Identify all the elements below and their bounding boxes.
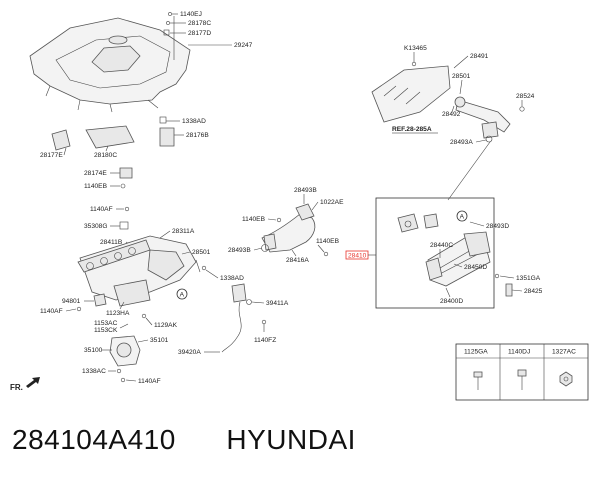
- label-28176B: 28176B: [186, 132, 209, 139]
- label-1140FZ: 1140FZ: [254, 337, 276, 344]
- egr-valve-upper: [371, 65, 511, 139]
- parts-diagram: 1140EJ 28178C 28177D 29247 1338AD 28176B…: [10, 11, 589, 401]
- label-94801: 94801: [62, 298, 81, 305]
- label-28493D: 28493D: [486, 223, 509, 230]
- front-arrow-icon: [26, 377, 40, 388]
- label-1129AK: 1129AK: [154, 322, 178, 329]
- label-1153CK: 1153CK: [94, 327, 118, 334]
- part-number: 284104A410: [12, 424, 176, 455]
- label-28177E: 28177E: [40, 152, 63, 159]
- engine-cover: [29, 17, 191, 113]
- ref-a-left: A: [180, 292, 185, 299]
- ref-a-right: A: [460, 214, 465, 221]
- brand-name: HYUNDAI: [226, 424, 356, 455]
- front-label: FR.: [10, 383, 23, 392]
- label-39411A: 39411A: [266, 300, 289, 307]
- label-1140AF-a: 1140AF: [90, 206, 113, 213]
- fastener-header-1: 1125GA: [464, 349, 488, 356]
- label-1140AF-c: 1140AF: [138, 378, 161, 385]
- label-28491: 28491: [470, 53, 489, 60]
- egr-pipe: [261, 203, 316, 253]
- ref-circle-a-right: [456, 210, 468, 222]
- label-1338AD: 1338AD: [182, 118, 206, 125]
- label-1123HA: 1123HA: [106, 310, 130, 317]
- part-caption: 284104A410 HYUNDAI: [12, 424, 592, 464]
- label-28492: 28492: [442, 111, 461, 118]
- label-1022AE: 1022AE: [320, 199, 344, 206]
- label-28493A: 28493A: [450, 139, 473, 146]
- label-K13465: K13465: [404, 45, 427, 52]
- label-28493B: 28493B: [294, 187, 317, 194]
- ref-circle-a-left: [176, 288, 188, 300]
- label-1153AC: 1153AC: [94, 320, 118, 327]
- label-35101: 35101: [150, 337, 169, 344]
- nut-icon-1327AC: [559, 371, 573, 387]
- label-28450D: 28450D: [464, 264, 487, 271]
- label-1338AC: 1338AC: [82, 368, 106, 375]
- label-1140EB-a: 1140EB: [84, 183, 108, 190]
- label-ref-28-285A: REF.28-285A: [392, 126, 432, 133]
- intake-manifold: [77, 235, 197, 307]
- label-28177D: 28177D: [188, 30, 211, 37]
- egr-cooler-box: [375, 197, 495, 309]
- label-1338AD-b: 1338AD: [220, 275, 244, 282]
- label-35100: 35100: [84, 347, 103, 354]
- label-28410: 28410: [348, 253, 367, 260]
- label-28178C: 28178C: [188, 20, 211, 27]
- label-1140EB-c: 1140EB: [316, 238, 340, 245]
- label-28524: 28524: [516, 93, 535, 100]
- label-39420A: 39420A: [178, 349, 201, 356]
- label-28501: 28501: [192, 249, 211, 256]
- label-28416A: 28416A: [286, 257, 309, 264]
- label-28501-b: 28501: [452, 73, 471, 80]
- throttle-body: [109, 335, 141, 367]
- label-1140EJ: 1140EJ: [180, 11, 202, 18]
- label-35308G: 35308G: [84, 223, 107, 230]
- label-28180C: 28180C: [94, 152, 117, 159]
- label-28440C: 28440C: [430, 242, 453, 249]
- fastener-header-3: 1327AC: [552, 349, 576, 356]
- bolt-icon-1125GA: [473, 371, 483, 390]
- label-28174E: 28174E: [84, 170, 107, 177]
- label-28425: 28425: [524, 288, 543, 295]
- label-28411B: 28411B: [100, 239, 123, 246]
- label-28493B-b: 28493B: [228, 247, 251, 254]
- label-1351GA: 1351GA: [516, 275, 541, 282]
- fastener-table: 1125GA 1140DJ 1327AC: [455, 343, 589, 401]
- label-29247: 29247: [234, 42, 253, 49]
- label-28400D: 28400D: [440, 298, 463, 305]
- label-1140AF-b: 1140AF: [40, 308, 63, 315]
- label-28311A: 28311A: [172, 228, 195, 235]
- egr-cooler: [397, 213, 491, 287]
- fastener-header-2: 1140DJ: [508, 349, 530, 356]
- bolt-icon-1140DJ: [517, 369, 527, 390]
- label-1140EB-b: 1140EB: [242, 216, 266, 223]
